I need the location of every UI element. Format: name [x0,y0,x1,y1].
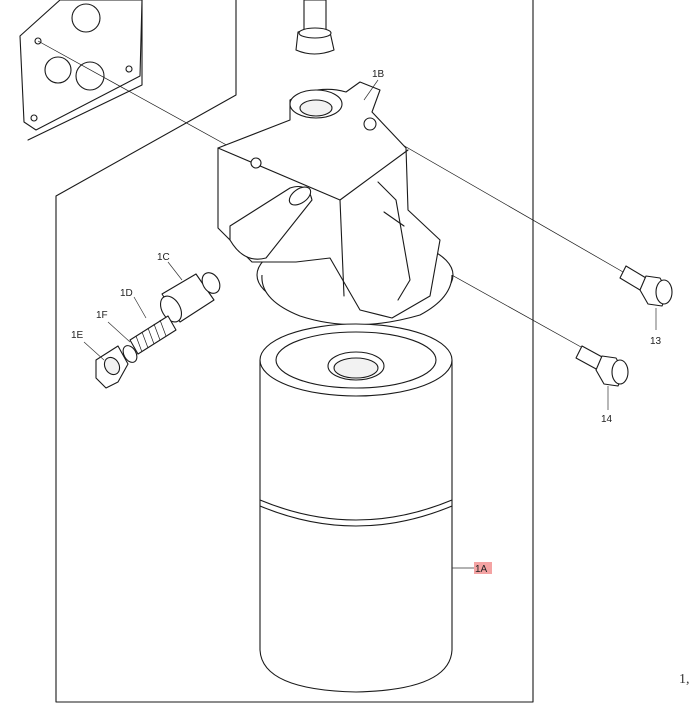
leader-lines [83,79,657,569]
top-pipe [295,0,335,55]
callout-1C: 1C [157,252,170,263]
filter-element [259,323,453,693]
callout-14: 14 [601,414,613,425]
bolt-13 [619,265,673,307]
callout-1F: 1F [96,310,108,321]
frame-lines [27,0,534,703]
bolt-14 [575,345,629,387]
callout-1A-highlight [474,562,492,574]
valve-parts [95,272,221,389]
page-reference: 1, [679,672,690,687]
callout-1B: 1B [372,69,385,80]
callout-1E: 1E [71,330,84,341]
callout-13: 13 [650,336,662,347]
callout-1D: 1D [120,288,133,299]
filter-head [217,81,454,326]
callout-labels: 1B 1C 1D 1F 1E 13 14 1A [71,69,662,575]
callout-1A[interactable]: 1A [475,564,488,575]
side-port [229,185,313,260]
